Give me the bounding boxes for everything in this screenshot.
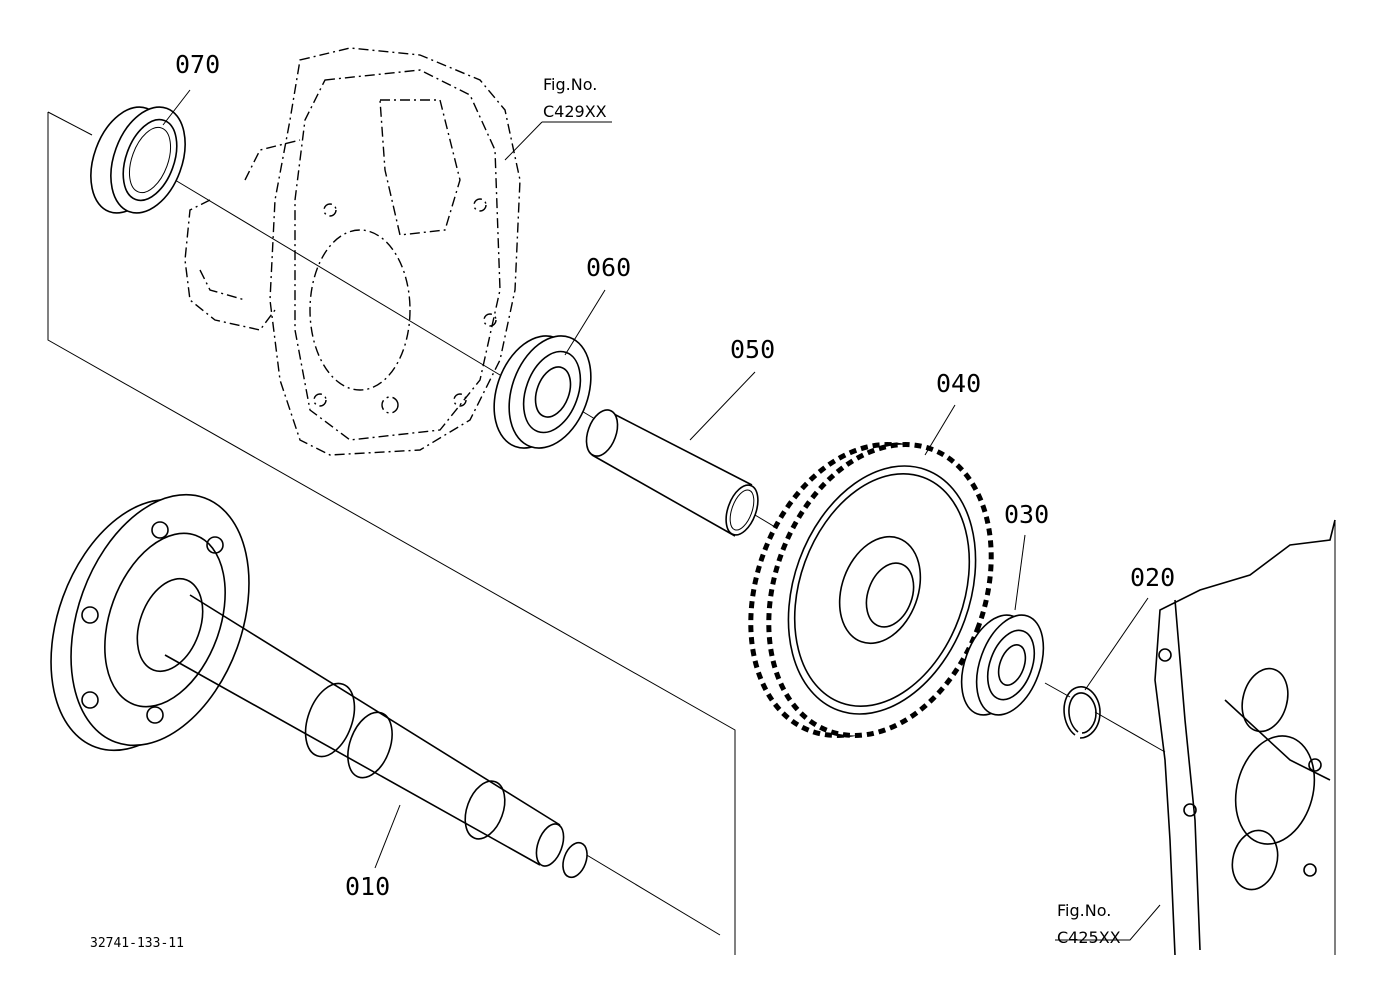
part-label-030: 030 bbox=[1004, 500, 1049, 529]
shaft-010 bbox=[50, 493, 588, 879]
part-labels: 070 060 050 040 030 020 010 bbox=[175, 50, 1175, 901]
part-label-020: 020 bbox=[1130, 563, 1175, 592]
fig-ref-lower-code: C425XX bbox=[1057, 928, 1121, 947]
spur-gear-040 bbox=[748, 442, 994, 738]
ball-bearing-030 bbox=[960, 614, 1045, 716]
part-label-060: 060 bbox=[586, 253, 631, 282]
part-label-050: 050 bbox=[730, 335, 775, 364]
oil-seal-070 bbox=[90, 106, 186, 214]
fig-ref-upper-prefix: Fig.No. bbox=[543, 75, 597, 94]
drawing-number: 32741-133-11 bbox=[90, 936, 184, 951]
part-label-070: 070 bbox=[175, 50, 220, 79]
sleeve-050 bbox=[585, 409, 759, 537]
callout-leaders bbox=[162, 89, 1161, 941]
housing-cover-phantom bbox=[184, 47, 521, 456]
snap-ring-020 bbox=[1063, 686, 1101, 739]
transmission-case-partial bbox=[1154, 519, 1336, 956]
part-label-010: 010 bbox=[345, 872, 390, 901]
fig-ref-upper-code: C429XX bbox=[543, 102, 607, 121]
ball-bearing-060 bbox=[493, 335, 592, 449]
fig-ref-lower-prefix: Fig.No. bbox=[1057, 901, 1111, 920]
assembly-frame bbox=[47, 111, 736, 955]
center-axis-line bbox=[174, 179, 1166, 936]
figure-references: Fig.No. C429XX Fig.No. C425XX bbox=[543, 75, 1121, 947]
part-label-040: 040 bbox=[936, 369, 981, 398]
